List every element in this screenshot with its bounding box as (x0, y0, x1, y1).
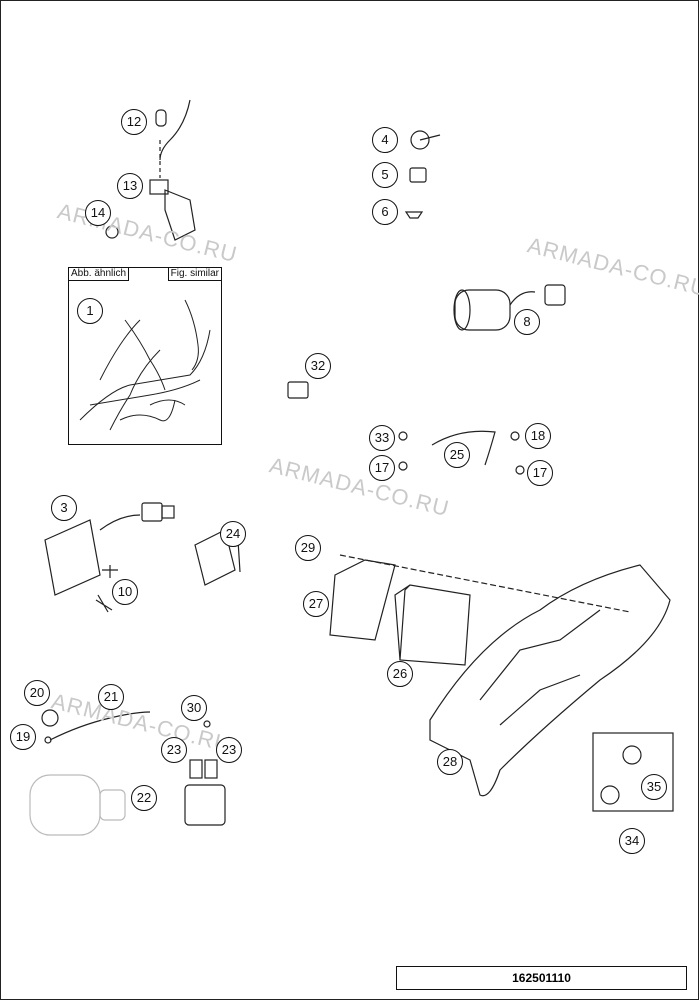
holder-drawing (329, 559, 396, 641)
callout-30[interactable]: 30 (181, 695, 207, 721)
callout-5[interactable]: 5 (372, 162, 398, 188)
callout-1[interactable]: 1 (77, 298, 103, 324)
starter-motor-drawing (29, 774, 126, 836)
relay-drawing (184, 720, 226, 826)
callout-13[interactable]: 13 (117, 173, 143, 199)
connector-cable-drawing (105, 99, 196, 241)
callout-33[interactable]: 33 (369, 425, 395, 451)
callout-25[interactable]: 25 (444, 442, 470, 468)
callout-10[interactable]: 10 (112, 579, 138, 605)
callout-17a[interactable]: 17 (369, 455, 395, 481)
callout-24[interactable]: 24 (220, 521, 246, 547)
callout-26[interactable]: 26 (387, 661, 413, 687)
battery-cable-drawing (41, 709, 151, 744)
callout-34[interactable]: 34 (619, 828, 645, 854)
bolts-drawing (95, 565, 118, 613)
battery-drawing (394, 584, 471, 666)
harness-inset: Abb. ähnlich Fig. similar (68, 267, 222, 445)
callout-6[interactable]: 6 (372, 199, 398, 225)
callout-19[interactable]: 19 (10, 724, 36, 750)
callout-35[interactable]: 35 (641, 774, 667, 800)
callout-18[interactable]: 18 (525, 423, 551, 449)
plug-drawing (287, 381, 309, 399)
callout-14[interactable]: 14 (85, 200, 111, 226)
ground-cable-drawing (398, 430, 525, 475)
callout-23b[interactable]: 23 (216, 737, 242, 763)
callout-21[interactable]: 21 (98, 684, 124, 710)
inset-label-de: Abb. ähnlich (69, 268, 130, 281)
callout-23a[interactable]: 23 (161, 737, 187, 763)
callout-29[interactable]: 29 (295, 535, 321, 561)
document-number: 162501110 (396, 966, 687, 990)
callout-22[interactable]: 22 (131, 785, 157, 811)
callout-12[interactable]: 12 (121, 109, 147, 135)
inset-label-en: Fig. similar (167, 268, 221, 281)
wiring-harness-drawing (79, 299, 211, 431)
callout-8[interactable]: 8 (514, 309, 540, 335)
capacitor-drawing (453, 284, 566, 331)
callout-3[interactable]: 3 (51, 495, 77, 521)
airbox-drawing (339, 554, 671, 797)
callout-17b[interactable]: 17 (527, 460, 553, 486)
callout-4[interactable]: 4 (372, 127, 398, 153)
callout-20[interactable]: 20 (24, 680, 50, 706)
small-parts-drawing (404, 130, 441, 219)
callout-27[interactable]: 27 (303, 591, 329, 617)
callout-28[interactable]: 28 (437, 749, 463, 775)
regulator-drawing (44, 502, 175, 596)
callout-32[interactable]: 32 (305, 353, 331, 379)
detail-box-drawing (592, 732, 674, 812)
